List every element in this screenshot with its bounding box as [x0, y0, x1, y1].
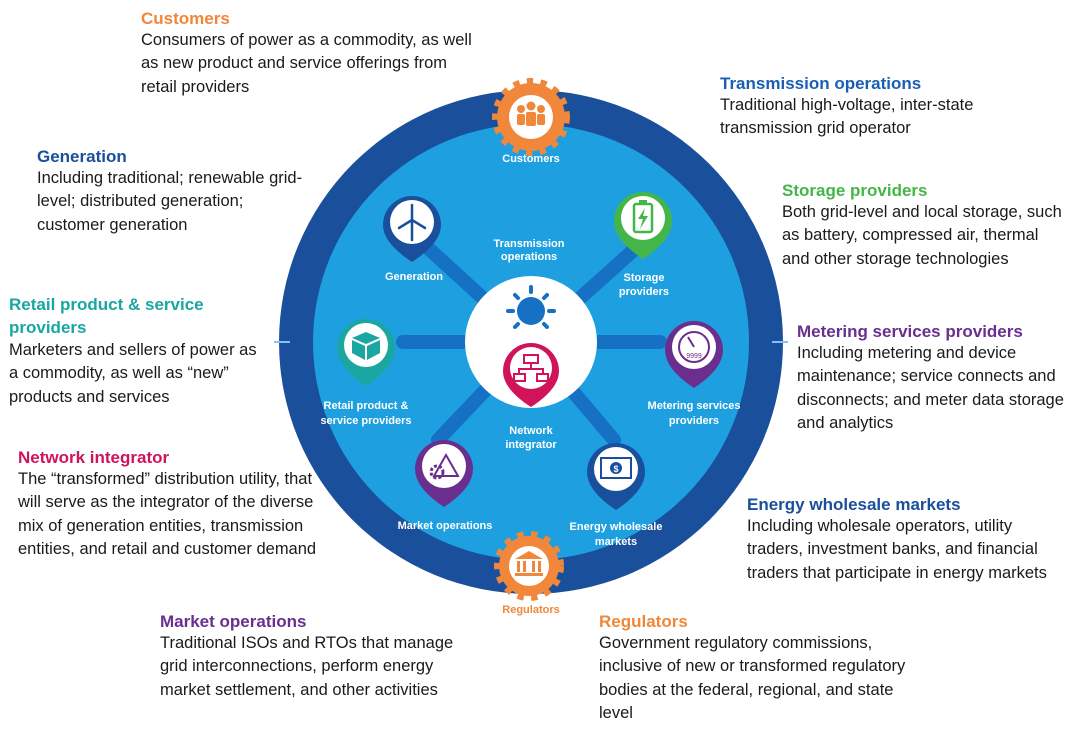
callout-text: Including wholesale operators, utility t… [747, 517, 1047, 582]
regulators-node-label: Regulators [502, 604, 559, 616]
callout-text: The “transformed” distribution utility, … [18, 470, 317, 558]
retail-pin-icon [337, 319, 395, 386]
generation-pin-icon [383, 196, 441, 262]
generation-node-label: Generation [385, 271, 443, 283]
market-pin-icon [415, 440, 473, 507]
network-pin-icon [503, 343, 559, 407]
callout-text: Consumers of power as a commodity, as we… [141, 31, 472, 96]
callout-storage: Storage providers Both grid-level and lo… [782, 180, 1067, 271]
callout-text: Government regulatory commissions, inclu… [599, 634, 906, 722]
sun-icon [506, 285, 556, 329]
network-node-label-2: integrator [505, 439, 557, 451]
callout-market: Market operations Traditional ISOs and R… [160, 611, 480, 702]
metering-pin-icon: 9999 [665, 321, 723, 388]
callout-metering: Metering services providers Including me… [797, 321, 1067, 435]
customers-node-label: Customers [502, 153, 559, 165]
metering-node-label-2: providers [669, 415, 719, 427]
storage-node-label-2: providers [619, 286, 669, 298]
callout-text: Traditional ISOs and RTOs that manage gr… [160, 634, 454, 699]
callout-title: Energy wholesale markets [747, 495, 961, 514]
callout-title: Regulators [599, 612, 688, 631]
callout-customers: Customers Consumers of power as a commod… [141, 8, 481, 99]
storage-node-label-1: Storage [624, 272, 665, 284]
retail-node-label-2: service providers [320, 415, 411, 427]
callout-title: Retail product & service providers [9, 295, 204, 337]
callout-text: Traditional high-voltage, inter-state tr… [720, 96, 974, 138]
meter-readout: 9999 [686, 353, 702, 360]
retail-node-label-1: Retail product & [324, 400, 409, 412]
wholesale-node-label-1: Energy wholesale [570, 521, 663, 533]
callout-transmission: Transmission operations Traditional high… [720, 73, 1020, 141]
callout-regulators: Regulators Government regulatory commiss… [599, 611, 929, 725]
callout-wholesale: Energy wholesale markets Including whole… [747, 494, 1065, 585]
regulators-gear-icon [494, 531, 564, 601]
center-hub [465, 276, 597, 408]
callout-retail: Retail product & service providers Marke… [9, 293, 259, 409]
wholesale-node-label-2: markets [595, 536, 637, 548]
callout-text: Including traditional; renewable grid-le… [37, 169, 303, 234]
callout-text: Both grid-level and local storage, such … [782, 203, 1062, 268]
callout-title: Metering services providers [797, 322, 1023, 341]
market-node-label: Market operations [398, 520, 493, 532]
callout-text: Including metering and device maintenanc… [797, 344, 1064, 432]
callout-title: Market operations [160, 612, 307, 631]
network-node-label-1: Network [509, 425, 553, 437]
callout-text: Marketers and sellers of power as a comm… [9, 341, 257, 406]
callout-title: Network integrator [18, 448, 170, 467]
callout-title: Generation [37, 147, 127, 166]
storage-pin-icon [614, 192, 672, 259]
customers-gear-icon [492, 78, 570, 156]
dollar-sign: $ [613, 464, 618, 474]
transmission-node-label-1: Transmission [494, 238, 565, 250]
transmission-node-label-2: operations [501, 251, 557, 263]
callout-generation: Generation Including traditional; renewa… [37, 146, 312, 237]
callout-title: Transmission operations [720, 74, 922, 93]
metering-node-label-1: Metering services [648, 400, 741, 412]
callout-title: Customers [141, 9, 230, 28]
wholesale-pin-icon: $ [587, 443, 645, 510]
callout-network: Network integrator The “transformed” dis… [18, 447, 318, 561]
callout-title: Storage providers [782, 181, 928, 200]
